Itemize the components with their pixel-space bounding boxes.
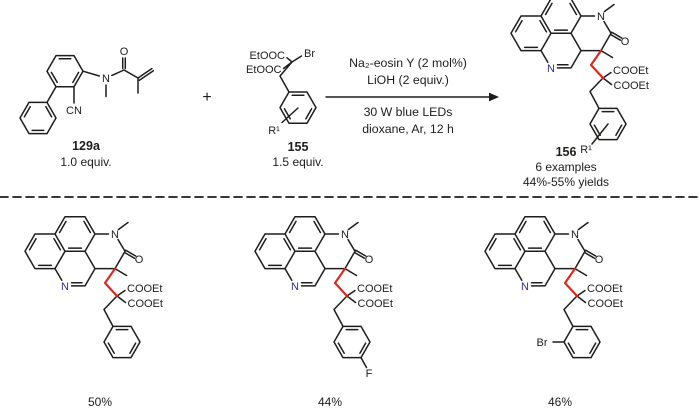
yield-label-1: 50% — [88, 395, 112, 409]
example-3-structure: Br 46% — [483, 215, 625, 409]
structure-129a-aromatic-double-bonds — [23, 58, 80, 132]
r1-through-bond — [591, 123, 609, 145]
condition-photocatalyst: Na₂-eosin Y (2 mol%) — [349, 56, 467, 70]
yield-label-3: 46% — [548, 395, 572, 409]
r1-label: R¹ — [268, 125, 280, 137]
ester-label-lower: EtOOC — [246, 64, 282, 76]
compound-id-129a: 129a — [72, 139, 101, 153]
bromo-label: Br — [537, 337, 548, 349]
reaction-arrow-head — [489, 92, 499, 102]
plus-sign: + — [202, 89, 211, 106]
condition-light-source: 30 W blue LEDs — [364, 105, 453, 119]
example-1-structure: 50% — [23, 215, 165, 409]
compound-id-156: 156 — [556, 145, 577, 159]
fluoro-label: F — [366, 368, 373, 380]
compound-id-155: 155 — [288, 140, 309, 154]
yield-label-2: 44% — [318, 395, 342, 409]
core-skeleton-use — [253, 215, 395, 359]
nitrile-label: CN — [66, 105, 82, 117]
r1-label: R¹ — [580, 144, 592, 156]
equiv-label-155: 1.5 equiv. — [272, 155, 323, 169]
core-skeleton-use — [509, 0, 651, 141]
core-skeleton-use — [23, 215, 165, 359]
bromine-label: Br — [304, 48, 315, 60]
product-156-structure: R¹ 156 6 examples 44%-55% yields — [509, 0, 651, 189]
condition-base: LiOH (2 equiv.) — [367, 73, 449, 87]
core-skeleton-use — [483, 215, 625, 359]
carbonyl-oxygen-label: O — [120, 46, 129, 58]
reagent-155-structure: EtOOC EtOOC Br R¹ 155 1.5 equiv. — [246, 48, 324, 169]
example-2-structure: F 44% — [253, 215, 395, 409]
structure-155-bonds — [279, 55, 317, 124]
examples-count-label: 6 examples — [535, 160, 596, 174]
yields-range-label: 44%-55% yields — [523, 175, 609, 189]
reactant-129a-structure: CN N O 129a 1.0 equiv. — [19, 46, 155, 169]
ester-label-upper: EtOOC — [250, 50, 286, 62]
reaction-conditions: Na₂-eosin Y (2 mol%) LiOH (2 equiv.) 30 … — [325, 56, 499, 136]
condition-solvent-time: dioxane, Ar, 12 h — [362, 122, 454, 136]
structure-129a-bonds — [19, 54, 155, 135]
amide-nitrogen-label: N — [102, 73, 110, 85]
structure-155-aromatic-double-bonds — [283, 94, 313, 120]
equiv-label-129a: 1.0 equiv. — [60, 155, 111, 169]
fluoro-bond — [360, 356, 368, 369]
